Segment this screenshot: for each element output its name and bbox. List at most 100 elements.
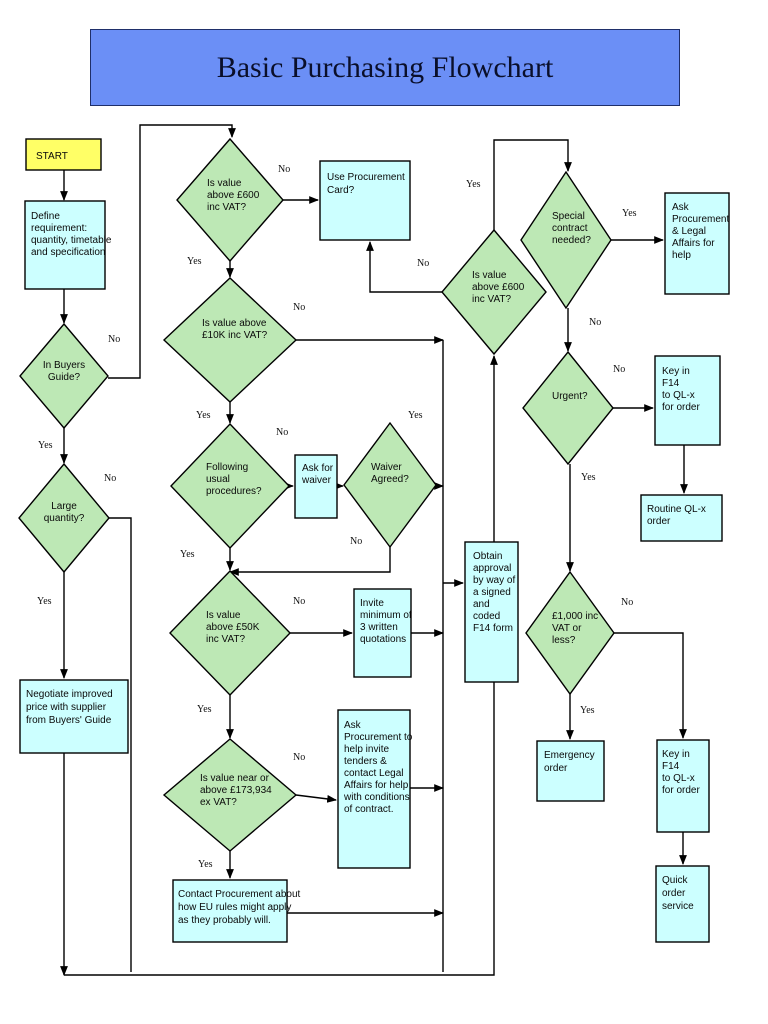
connector-line [109,517,132,972]
node-text-line: above £50K [206,622,260,633]
node-text-line: Contact Procurement about [178,889,301,900]
node-text-line: Is value [206,610,241,621]
no-label: No [293,596,305,607]
node-text-line: Following [206,462,248,473]
connector-line [229,547,391,576]
waiver-agreed-decision-shape [343,421,437,549]
value-1000-decision-shape [525,570,615,696]
invite-quotations-box-shape [353,588,412,678]
yes-label: Yes [197,704,212,715]
node-text-line: and specification [31,247,106,258]
node-text-line: requirement: [31,223,87,234]
yes-label: Yes [581,472,596,483]
special-contract-decision-shape [520,170,612,310]
node-text-line: to QL-x [662,390,695,401]
key-in-f14-bottom-box-shape [656,739,710,833]
node-text-line: above £600 [207,190,260,201]
emergency-order-box-shape [536,740,605,802]
obtain-approval-box-shape [464,541,519,683]
node-text-line: waiver [301,475,332,486]
node-text-line: above £173,934 [200,785,272,796]
node-text-line: of contract. [344,804,393,815]
connector-line [614,632,687,739]
yes-label: Yes [38,440,53,451]
node-text-line: usual [206,474,230,485]
node-text-line: Agreed? [371,474,409,485]
ask-waiver-box-shape [294,454,338,519]
emergency-order-box: Emergency order [536,740,605,802]
node-text-line: Ask for [302,463,334,474]
urgent-decision: Urgent? [522,350,614,466]
node-text-line: F14 form [473,623,513,634]
contact-procurement-eu-box-shape [172,879,288,943]
node-text-line: In Buyers [43,360,85,371]
node-text-line: Is value near or [200,773,270,784]
page-title: Basic Purchasing Flowchart [216,50,554,84]
node-text-line: Key in [662,366,690,377]
large-quantity-decision-shape [18,462,110,574]
node-text-line: Urgent? [552,391,588,402]
node-text-line: £10K inc VAT? [202,330,268,341]
contact-procurement-eu-box: Contact Procurement about how EU rules mi… [172,879,301,943]
yes-label: Yes [37,596,52,607]
define-requirement-box-shape [24,200,106,290]
node-text-line: procedures? [206,486,262,497]
node-text-line: Is value [472,270,507,281]
node-text-line: Is value [207,178,242,189]
node-text-line: inc VAT? [206,634,246,645]
node-text-line: contact Legal [344,768,404,779]
node-text-line: £1,000 inc [552,611,598,622]
no-label: No [417,258,429,269]
node-text-line: Special [552,211,585,222]
node-text-line: Waiver [371,462,402,473]
node-text-line: F14 [662,761,680,772]
node-text-line: Ask [672,202,690,213]
node-text-line: for order [662,785,700,796]
node-text-line: for order [662,402,700,413]
value-above-10k-decision: Is value above£10K inc VAT? [162,277,298,403]
in-buyers-guide-decision-shape [19,322,109,430]
node-text-line: Large [51,501,77,512]
no-label: No [621,597,633,608]
ask-procurement-tenders-box-shape [337,709,411,869]
node-text-line: help [672,250,691,261]
node-text-line: Is value above [202,318,267,329]
node-text-line: how EU rules might apply [178,902,291,913]
node-text-line: & Legal [672,226,706,237]
yes-label: Yes [187,256,202,267]
node-text-line: order [662,888,686,899]
node-text-line: 3 written [360,622,398,633]
node-text-line: Procurement [672,214,729,225]
node-text-line: order [544,763,568,774]
quick-order-service-box-shape [655,865,710,943]
node-text-line: Define [31,211,60,222]
node-text-line: inc VAT? [207,202,247,213]
node-text-line: Affairs for help [344,780,409,791]
connector-line [108,124,236,379]
node-text-line: Card? [327,185,355,196]
yes-label: Yes [196,410,211,421]
node-text-line: Emergency [544,750,595,761]
node-text-line: needed? [552,235,591,246]
node-text-line: START [36,151,68,162]
connector-line [295,794,337,803]
node-text-line: service [662,901,694,912]
node-text-line: coded [473,611,500,622]
node-text-line: approval [473,563,511,574]
